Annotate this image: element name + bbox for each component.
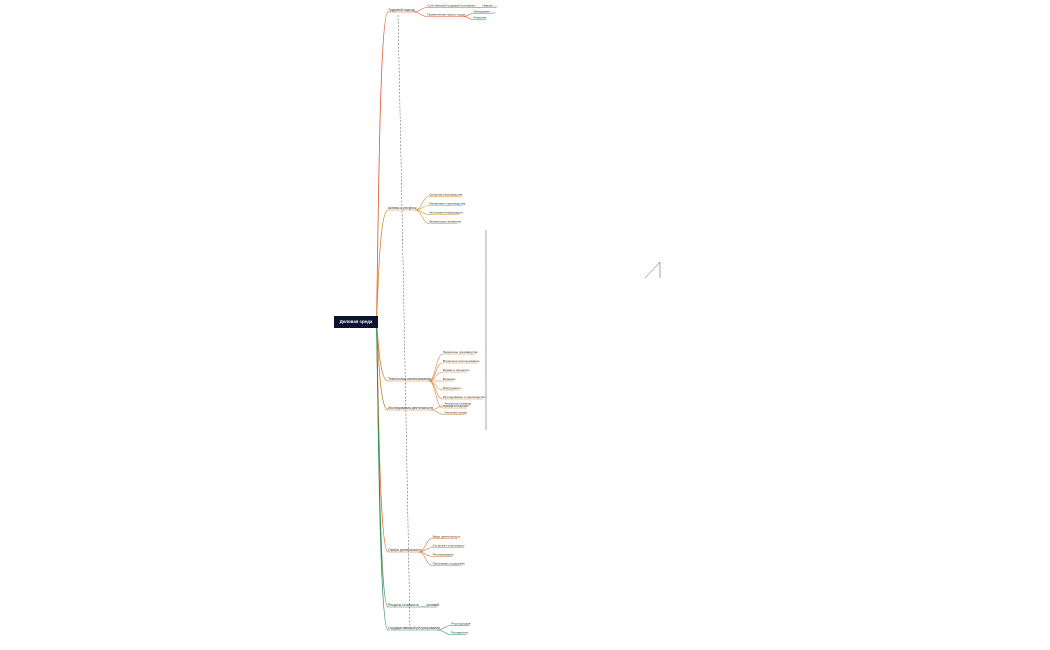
leaf-node[interactable]: Финансовые вложения [429, 220, 461, 224]
leaf-connector [413, 7, 428, 13]
leaf-node[interactable]: Привлечение чужого труда [428, 13, 466, 17]
leaf-node[interactable]: Анализ источников [445, 402, 472, 406]
leaf-connector [428, 353, 443, 382]
branch-connector [375, 320, 389, 553]
leaf-connector [415, 209, 430, 224]
leaf-node[interactable]: Собственный трудовой потенциал [428, 4, 476, 8]
branch-node[interactable]: Государственный регулирование [388, 626, 440, 630]
leaf-node[interactable]: Финансы [443, 377, 456, 381]
root-node[interactable]: Деловая среда [334, 316, 378, 328]
branch-node[interactable]: Технологии использования [388, 377, 431, 381]
leaf-node[interactable]: Регламенты [451, 631, 468, 635]
leaf-node[interactable]: Вторичное использование [443, 359, 480, 363]
sub-node[interactable]: Менеджмент ___ [474, 10, 497, 14]
leaf-node[interactable]: Источники информации [429, 211, 463, 215]
branch-node[interactable]: Активы и ресурсы [388, 206, 417, 210]
branch-connector [375, 11, 389, 322]
branch-connector [375, 320, 389, 631]
leaf-node[interactable]: Изучение рынка [445, 411, 468, 415]
leaf-connector [428, 362, 443, 382]
leaf-node[interactable]: Кто может участвовать [433, 544, 465, 548]
leaf-connector [437, 629, 452, 635]
leaf-node[interactable]: Виды деятельности [433, 535, 461, 539]
leaf-node[interactable]: Аренда и покупка [443, 404, 468, 408]
leaf-node[interactable]: Первичное производство [443, 350, 479, 354]
sub-connector [463, 16, 474, 20]
branch-node[interactable]: Сфера деятельности [388, 548, 422, 552]
leaf-node[interactable]: Регулирование [433, 553, 454, 557]
cross-link [644, 261, 661, 279]
sub-node[interactable]: Навыки ___ [483, 4, 499, 8]
leaf-node[interactable]: Программы поддержки [433, 562, 465, 566]
sub-node[interactable]: Рекрутинг [474, 16, 487, 20]
cross-link [397, 14, 411, 631]
leaf-node[interactable]: Ряд подходов [451, 622, 471, 626]
leaf-node[interactable]: Формы и процессы [443, 368, 470, 372]
branch-node[interactable]: Трудовой подход [388, 8, 415, 12]
leaf-connector [430, 409, 445, 415]
branch-node[interactable]: Ресурсы стоимости ___ условий [388, 603, 439, 607]
leaf-connector [418, 551, 433, 566]
branch-node[interactable]: Исследования деятельности [388, 406, 433, 410]
leaf-node[interactable]: Механизмы производства [429, 202, 465, 206]
leaf-node[interactable]: Инструменты [443, 386, 462, 390]
root-node-label: Деловая среда [339, 319, 373, 324]
leaf-node[interactable]: Средства производства [429, 193, 462, 197]
leaf-connector [428, 380, 443, 409]
leaf-connector [413, 11, 428, 17]
leaf-node[interactable]: Исследования и производство [443, 395, 486, 399]
leaf-connector [428, 380, 443, 400]
